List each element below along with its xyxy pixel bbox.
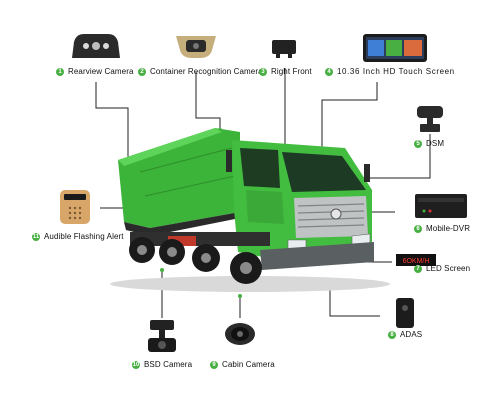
audible-flashing-alert-icon (60, 190, 90, 224)
connector-adas (329, 282, 380, 317)
led-screen-icon: 6OKM/H (396, 254, 436, 266)
callout-label: 10.36 Inch HD Touch Screen (337, 67, 455, 76)
callout-label: LED Screen (426, 264, 471, 273)
callout-container-recognition-camera: 2 Container Recognition Camera (138, 67, 263, 76)
callout-label: Mobile-DVR (426, 224, 471, 233)
connector-dsm (358, 134, 431, 179)
callout-cabin-camera: 9 Cabin Camera (210, 360, 275, 369)
callout-led-screen: 7 LED Screen (414, 264, 470, 273)
adas-camera-icon (396, 298, 414, 328)
callout-adas: 8 ADAS (388, 330, 422, 339)
callout-label: Audible Flashing Alert (44, 232, 124, 241)
connector-rearview-camera (95, 82, 129, 160)
mobile-dvr-icon (415, 194, 467, 218)
callout-label: Right Front (271, 67, 312, 76)
cabin-camera-icon (225, 323, 255, 345)
callout-mobile-dvr: 6 Mobile-DVR (414, 224, 470, 233)
callout-number-badge: 8 (388, 330, 396, 339)
callout-label: Container Recognition Camera (150, 67, 263, 76)
container-recognition-camera-icon (176, 36, 216, 58)
callout-number-badge: 1 (56, 67, 64, 76)
touch-screen-icon (363, 34, 427, 62)
connector-container-camera (195, 72, 221, 130)
callout-number-badge: 5 (414, 139, 422, 148)
callout-number-badge: 3 (259, 67, 267, 76)
callout-number-badge: 9 (210, 360, 218, 369)
callout-number-badge: 4 (325, 67, 333, 76)
callout-number-badge: 11 (32, 232, 40, 241)
dump-truck-image (110, 128, 390, 292)
connector-touch-screen (321, 82, 378, 170)
led-screen-readout: 6OKM/H (403, 258, 430, 265)
callout-label: ADAS (400, 330, 423, 339)
callout-label: Rearview Camera (68, 67, 134, 76)
callout-audible-flashing-alert: 11 Audible Flashing Alert (32, 232, 124, 241)
callout-rearview-camera: 1 Rearview Camera (56, 67, 134, 76)
callout-number-badge: 6 (414, 224, 422, 233)
callout-label: BSD Camera (144, 360, 193, 369)
right-front-camera-icon (272, 40, 296, 58)
dsm-camera-icon (417, 106, 443, 132)
callout-number-badge: 10 (132, 360, 140, 369)
bsd-camera-icon (148, 320, 176, 352)
callout-touch-screen: 4 10.36 Inch HD Touch Screen (325, 67, 455, 76)
callout-label: DSM (426, 139, 445, 148)
callout-number-badge: 7 (414, 264, 422, 273)
callout-right-front: 3 Right Front (259, 67, 312, 76)
rearview-camera-icon (72, 34, 120, 58)
callout-dsm: 5 DSM (414, 139, 444, 148)
callout-number-badge: 2 (138, 67, 146, 76)
callout-label: Cabin Camera (222, 360, 275, 369)
callout-bsd-camera: 10 BSD Camera (132, 360, 192, 369)
